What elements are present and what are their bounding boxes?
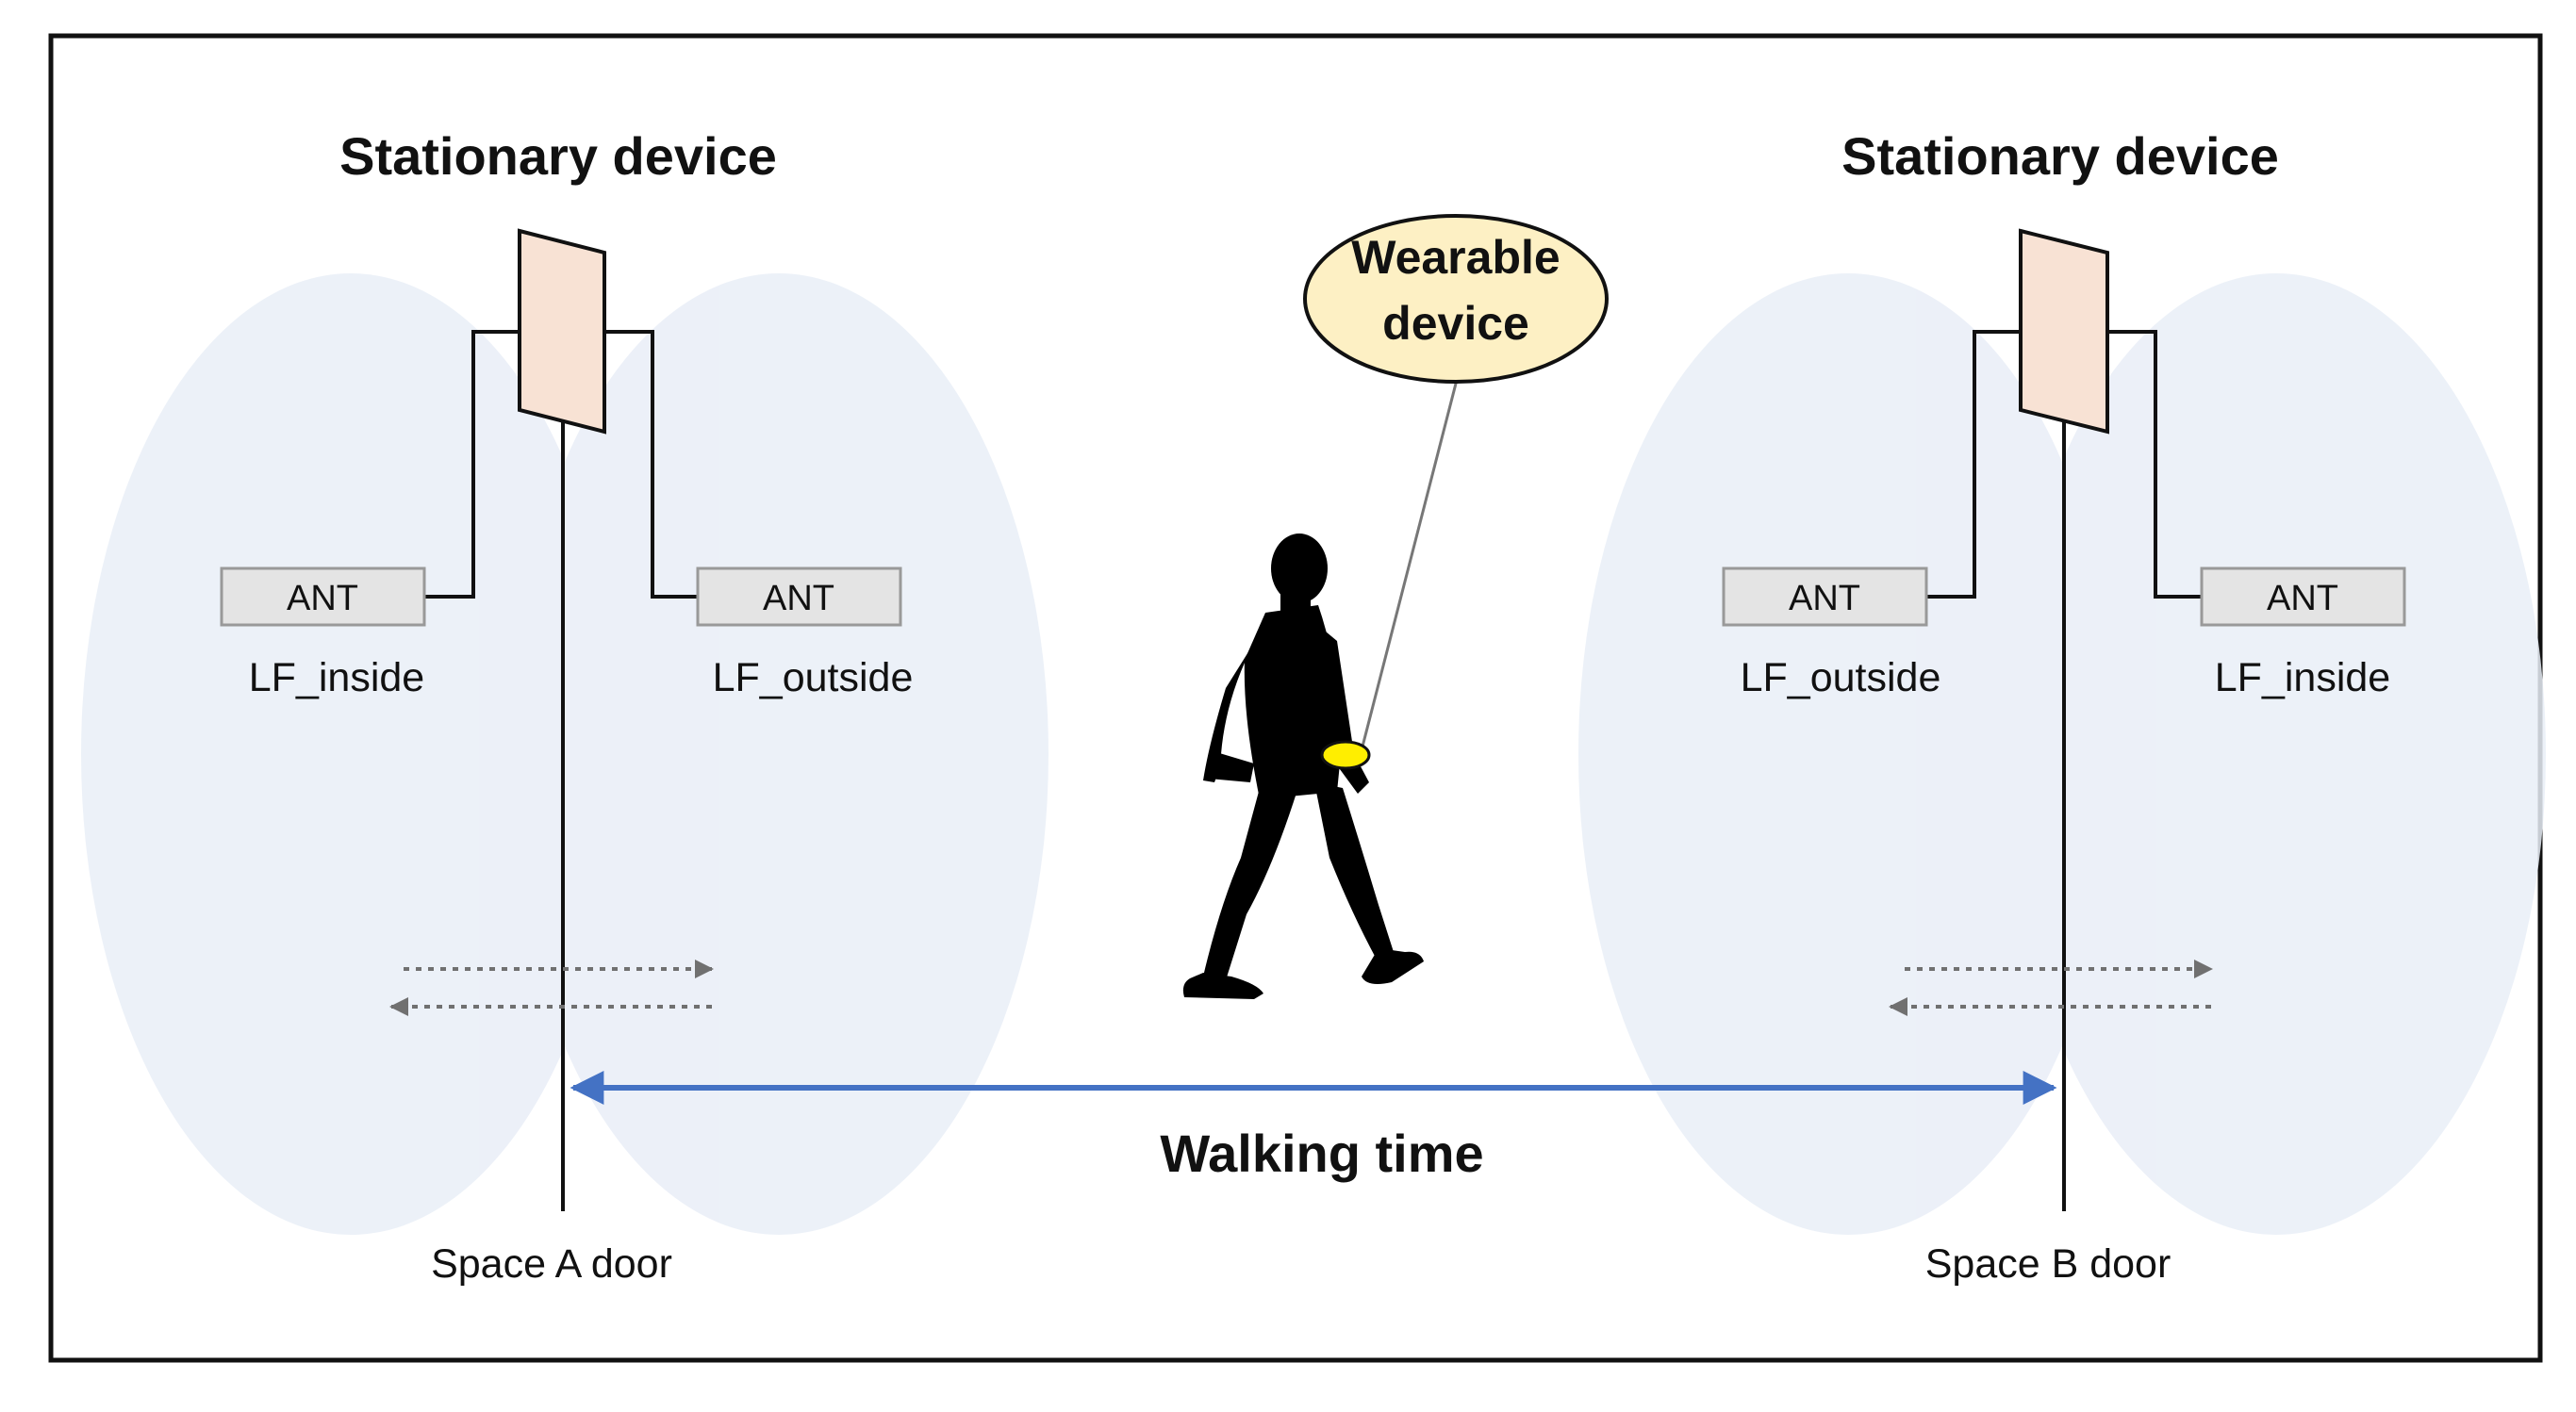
left-ant-outside-label: LF_outside	[713, 655, 914, 700]
wearable-device-dot	[1320, 740, 1371, 770]
left-station-title: Stationary device	[339, 126, 777, 186]
left-ant-outside-tag: ANT	[763, 579, 834, 618]
right-ant-outside-label: LF_outside	[1741, 655, 1941, 700]
wearable-bubble	[1303, 214, 1609, 384]
space-a-door-label: Space A door	[431, 1241, 672, 1287]
right-ant-inside-tag: ANT	[2267, 579, 2338, 618]
wearable-callout: Wearable device	[1303, 214, 1609, 384]
wearable-label-line1: Wearable	[1351, 231, 1560, 284]
space-b-door-label: Space B door	[1925, 1241, 2171, 1287]
walking-person-icon	[1182, 534, 1424, 999]
field-left-outside	[509, 273, 1049, 1235]
left-device-panel-icon	[518, 228, 606, 435]
left-ant-outside-box	[696, 566, 902, 627]
right-ant-outside-box	[1722, 566, 1928, 627]
left-ant-inside-box	[220, 566, 426, 627]
field-right-inside	[2006, 273, 2546, 1235]
wearable-label-line2: device	[1382, 297, 1529, 350]
field-right-outside	[1578, 273, 2118, 1235]
right-station-title: Stationary device	[1841, 126, 2279, 186]
left-wire-outside	[604, 330, 698, 599]
right-station: Stationary device ANT LF_outside ANT LF_…	[1722, 126, 2406, 1287]
left-station: Stationary device ANT LF_inside ANT LF_o…	[220, 126, 914, 1287]
left-ant-inside-label: LF_inside	[249, 655, 424, 700]
coverage-fields	[81, 273, 2546, 1235]
left-wire-inside	[424, 330, 520, 599]
right-ant-inside-box	[2200, 566, 2406, 627]
right-ant-outside-tag: ANT	[1789, 579, 1860, 618]
left-ant-inside-tag: ANT	[287, 579, 358, 618]
right-wire-inside	[2107, 330, 2202, 599]
right-ant-inside-label: LF_inside	[2215, 655, 2390, 700]
right-wire-outside	[1926, 330, 2021, 599]
walking-time-label: Walking time	[1160, 1124, 1483, 1183]
field-left-inside	[81, 273, 620, 1235]
walking-time-measure: Walking time	[570, 1071, 2057, 1183]
right-device-panel-icon	[2019, 228, 2109, 435]
wearable-pointer-line	[1361, 379, 1459, 747]
